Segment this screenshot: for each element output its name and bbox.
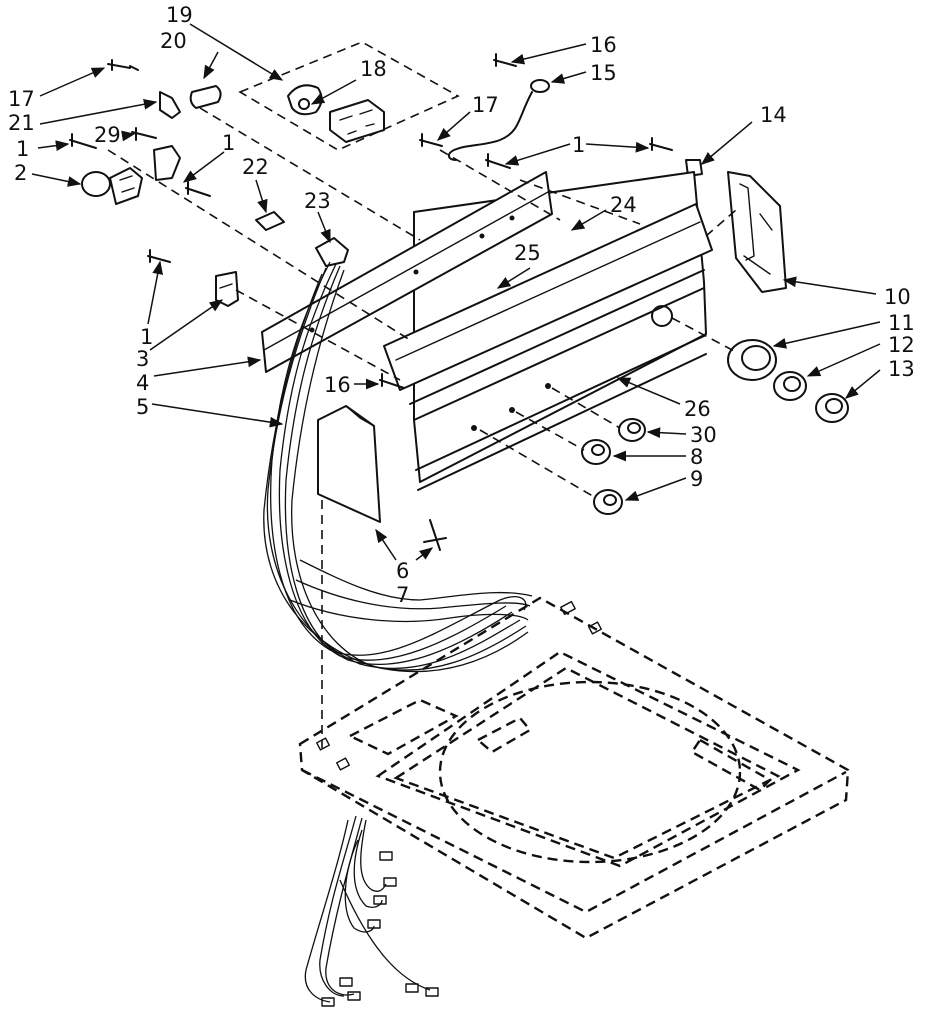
small-parts-right	[419, 53, 787, 293]
callout-12: 12	[888, 333, 915, 357]
callout-30: 30	[690, 423, 717, 447]
panel-7	[317, 405, 381, 523]
callout-21: 21	[8, 111, 35, 135]
callout-25: 25	[514, 241, 541, 265]
callout-17b: 17	[472, 93, 499, 117]
callout-29: 29	[94, 123, 121, 147]
timer-part	[287, 84, 385, 143]
screw-6	[423, 519, 447, 551]
callout-1b: 1	[222, 131, 235, 155]
callout-11: 11	[888, 311, 915, 335]
callout-7: 7	[396, 583, 409, 607]
leader-arrows	[31, 23, 881, 561]
callout-9: 9	[690, 467, 703, 491]
callout-14: 14	[760, 103, 787, 127]
callout-13: 13	[888, 357, 915, 381]
callout-17a: 17	[8, 87, 35, 111]
callout-5: 5	[136, 395, 149, 419]
callout-2: 2	[14, 161, 27, 185]
callout-19: 19	[166, 3, 193, 27]
callout-4: 4	[136, 371, 149, 395]
screw-16	[379, 373, 405, 389]
wire-leads	[304, 815, 439, 1007]
callout-16b: 16	[324, 373, 351, 397]
small-parts-left	[69, 59, 349, 307]
callout-1d: 1	[140, 325, 153, 349]
callout-16a: 16	[590, 33, 617, 57]
callout-24: 24	[610, 193, 637, 217]
callout-26: 26	[684, 397, 711, 421]
top-cover	[298, 596, 850, 940]
callout-8: 8	[690, 445, 703, 469]
callout-1a: 1	[16, 137, 29, 161]
callout-23: 23	[304, 189, 331, 213]
callout-3: 3	[136, 347, 149, 371]
callout-6: 6	[396, 559, 409, 583]
callout-15: 15	[590, 61, 617, 85]
inset-box	[238, 41, 460, 151]
callout-20: 20	[160, 29, 187, 53]
callout-1c: 1	[572, 133, 585, 157]
knobs	[581, 339, 849, 515]
callouts: 19 20 18 17 21 29 1 1 2 22 23 16 15 17 1…	[8, 3, 915, 607]
callout-10: 10	[884, 285, 911, 309]
callout-18: 18	[360, 57, 387, 81]
callout-22: 22	[242, 155, 269, 179]
